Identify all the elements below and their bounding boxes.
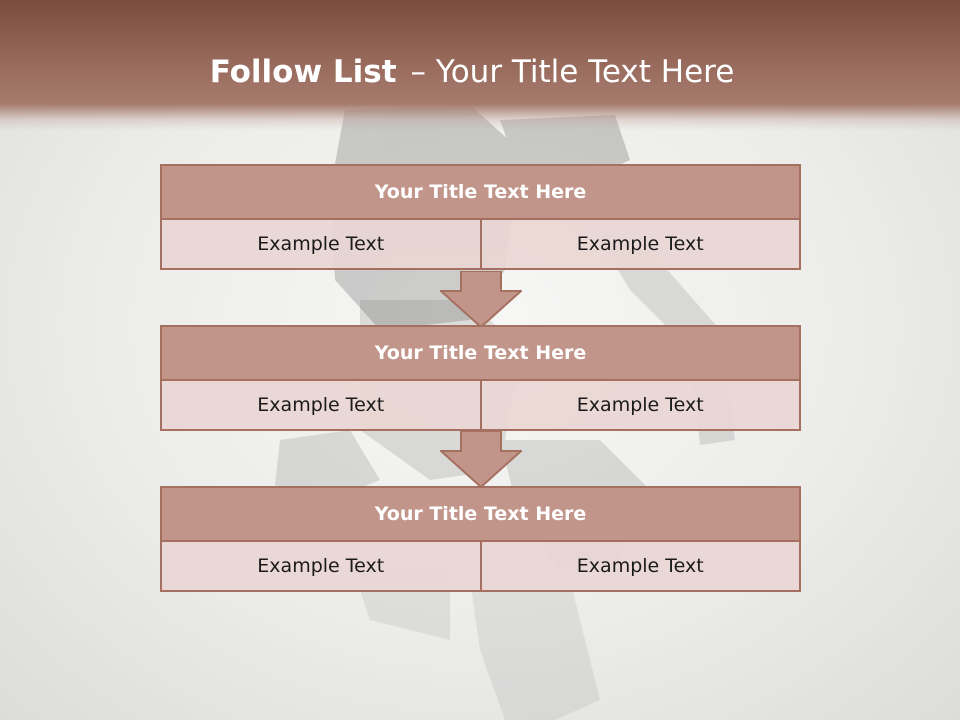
step-block-1: Your Title Text Here Example Text Exampl… xyxy=(160,164,801,270)
step-block-row: Example Text Example Text xyxy=(160,220,801,270)
step-block-cell: Example Text xyxy=(162,542,480,590)
step-block-cell: Example Text xyxy=(479,220,799,268)
step-block-row: Example Text Example Text xyxy=(160,542,801,592)
step-block-2: Your Title Text Here Example Text Exampl… xyxy=(160,325,801,431)
step-block-row: Example Text Example Text xyxy=(160,381,801,431)
step-block-title: Your Title Text Here xyxy=(160,486,801,542)
slide-title-bold: Follow List xyxy=(209,54,397,90)
step-block-cell: Example Text xyxy=(162,220,480,268)
step-block-3: Your Title Text Here Example Text Exampl… xyxy=(160,486,801,592)
down-arrow-icon xyxy=(440,271,522,328)
slide-title: Follow List – Your Title Text Here xyxy=(0,54,944,90)
step-block-cell: Example Text xyxy=(479,381,799,429)
step-block-title: Your Title Text Here xyxy=(160,164,801,220)
step-block-cell: Example Text xyxy=(479,542,799,590)
slide-title-rest: – Your Title Text Here xyxy=(410,54,735,90)
step-block-cell: Example Text xyxy=(162,381,480,429)
step-block-title: Your Title Text Here xyxy=(160,325,801,381)
down-arrow-icon xyxy=(440,431,522,488)
header-band xyxy=(0,0,960,130)
